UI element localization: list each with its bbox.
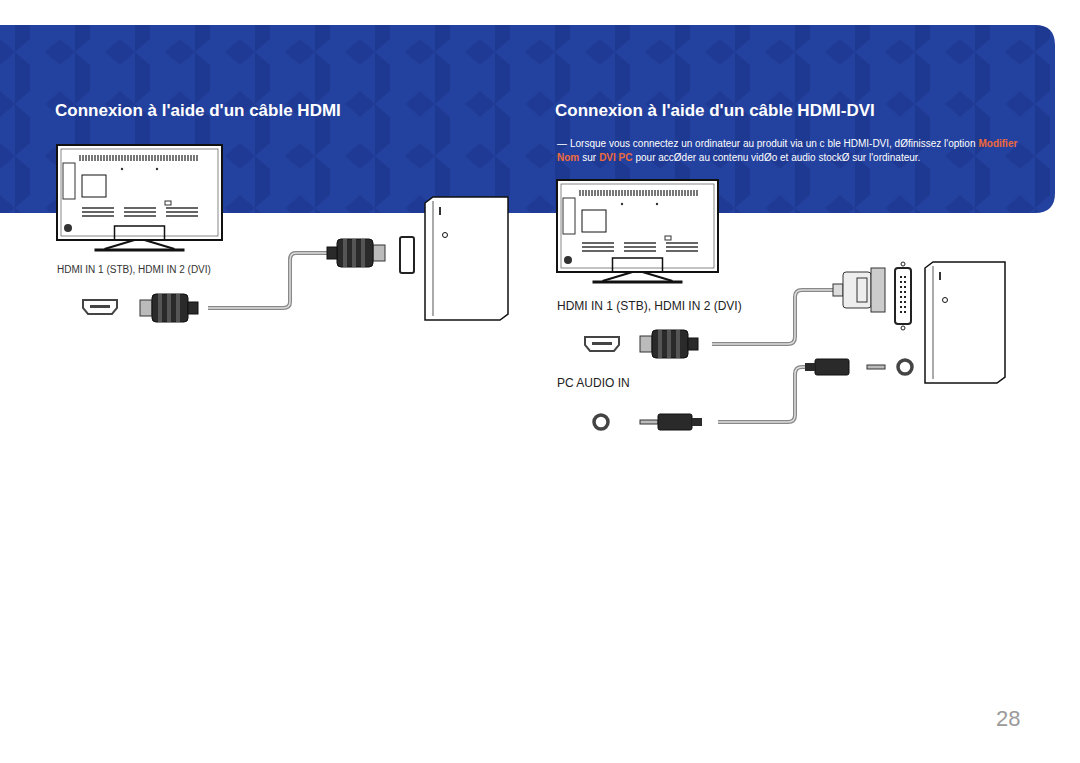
note-text: pour accØder au contenu vidØo et audio s… [635, 152, 920, 163]
section-heading: Connexion à l'aide d'un câble HDMI-DVI [555, 101, 875, 121]
hdmi-port [400, 237, 414, 273]
computer-tower [925, 262, 1005, 383]
monitor-back [557, 180, 718, 282]
hdmi-plug [640, 330, 698, 358]
section-heading: Connexion à l'aide d'un câble HDMI [55, 101, 341, 121]
hdmi-plug [327, 239, 385, 267]
port-label: HDMI IN 1 (STB), HDMI IN 2 (DVI) [57, 264, 211, 275]
audio-plug [640, 414, 702, 430]
hdmi-plug [140, 294, 198, 322]
note-marker: ― [557, 138, 567, 149]
cable [208, 253, 327, 308]
cable [718, 367, 815, 422]
note: ―Lorsque vous connectez un ordinateur au… [557, 137, 1035, 165]
dvi-port [895, 262, 911, 330]
menu-option: DVI PC [599, 152, 632, 163]
note-text: Lorsque vous connectez un ordinateur au … [570, 138, 975, 149]
port-label: HDMI IN 1 (STB), HDMI IN 2 (DVI) [557, 299, 742, 313]
audio-plug [805, 359, 885, 375]
note-text: sur [582, 152, 596, 163]
dvi-plug [833, 268, 885, 312]
monitor-back [57, 145, 222, 250]
port-label: PC AUDIO IN [557, 376, 630, 390]
audio-jack [898, 360, 912, 374]
computer-tower [425, 197, 508, 320]
cable [712, 290, 833, 344]
cable [718, 367, 815, 422]
audio-jack [594, 415, 608, 429]
cable [208, 253, 327, 308]
cable [712, 290, 833, 344]
page-number: 28 [996, 706, 1020, 732]
hdmi-port [585, 337, 619, 351]
hdmi-port [83, 300, 117, 314]
